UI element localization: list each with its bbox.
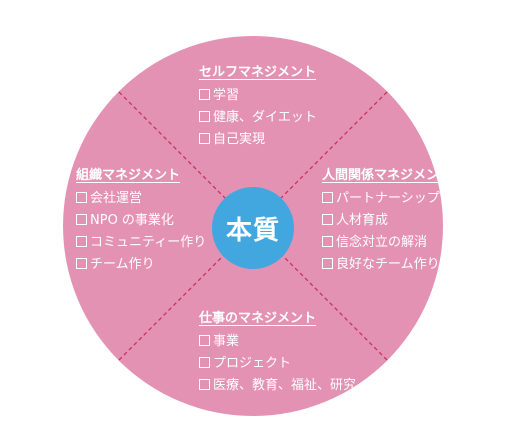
quadrant-heading: 人間関係マネジメント <box>322 168 453 183</box>
divider-line-top-left <box>118 91 226 199</box>
quadrant-item-list: パートナーシップ 人材育成 信念対立の解消 良好なチーム作り <box>322 188 452 276</box>
center-circle <box>212 187 294 269</box>
quadrant-work-management: 仕事のマネジメント 事業 プロジェクト 医療、教育、福祉、研究 <box>199 308 356 397</box>
list-item: 事業 <box>199 331 356 353</box>
list-item: NPO の事業化 <box>76 210 206 232</box>
list-item: チーム作り <box>76 254 206 276</box>
quadrant-heading: 仕事のマネジメント <box>199 311 317 326</box>
list-item: 会社運営 <box>76 188 206 210</box>
list-item: コミュニティー作り <box>76 232 206 254</box>
list-item: 良好なチーム作り <box>322 254 452 276</box>
quadrant-heading: セルフマネジメント <box>199 65 317 80</box>
quadrant-item-list: 事業 プロジェクト 医療、教育、福祉、研究 <box>199 331 356 397</box>
quadrant-heading: 組織マネジメント <box>76 168 181 183</box>
list-item: 自己実現 <box>199 129 317 151</box>
list-item: 医療、教育、福祉、研究 <box>199 375 356 397</box>
divider-line-top-right <box>280 91 388 199</box>
quadrant-self-management: セルフマネジメント 学習 健康、ダイエット 自己実現 <box>199 62 317 151</box>
quadrant-organization-management: 組織マネジメント 会社運営 NPO の事業化 コミュニティー作り チーム作り <box>76 165 206 276</box>
list-item: 学習 <box>199 85 317 107</box>
list-item: 信念対立の解消 <box>322 232 452 254</box>
list-item: 人材育成 <box>322 210 452 232</box>
list-item: 健康、ダイエット <box>199 107 317 129</box>
quadrant-item-list: 会社運営 NPO の事業化 コミュニティー作り チーム作り <box>76 188 206 276</box>
list-item: プロジェクト <box>199 353 356 375</box>
list-item: パートナーシップ <box>322 188 452 210</box>
quadrant-item-list: 学習 健康、ダイエット 自己実現 <box>199 85 317 151</box>
divider-line-bottom-left <box>118 253 226 361</box>
quadrant-relationship-management: 人間関係マネジメント パートナーシップ 人材育成 信念対立の解消 良好なチーム作… <box>322 165 452 276</box>
center-label: 本質 <box>225 215 280 246</box>
divider-line-bottom-right <box>280 253 388 361</box>
